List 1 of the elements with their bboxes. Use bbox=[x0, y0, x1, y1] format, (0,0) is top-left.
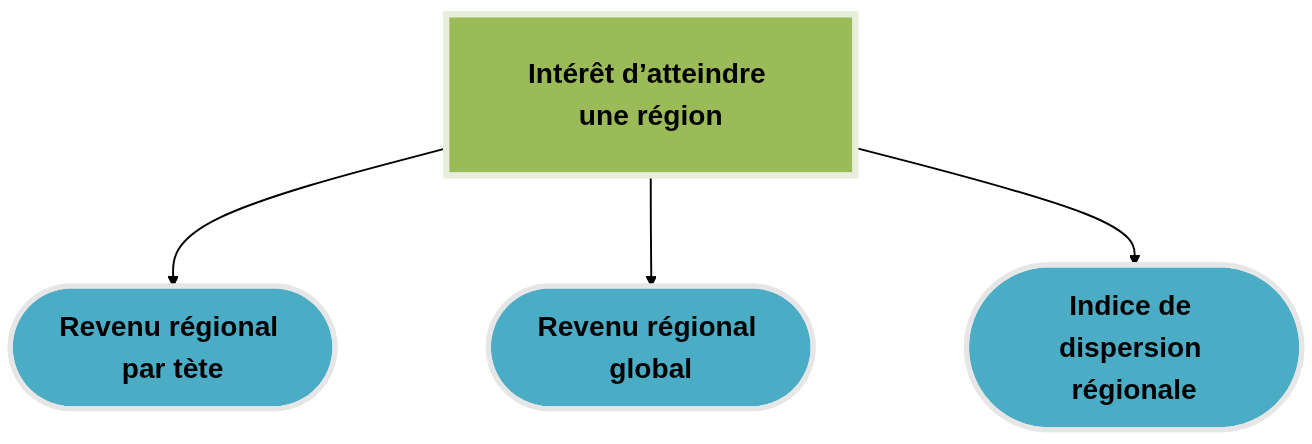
node-box: Intérêt d’atteindre une région bbox=[442, 11, 859, 179]
